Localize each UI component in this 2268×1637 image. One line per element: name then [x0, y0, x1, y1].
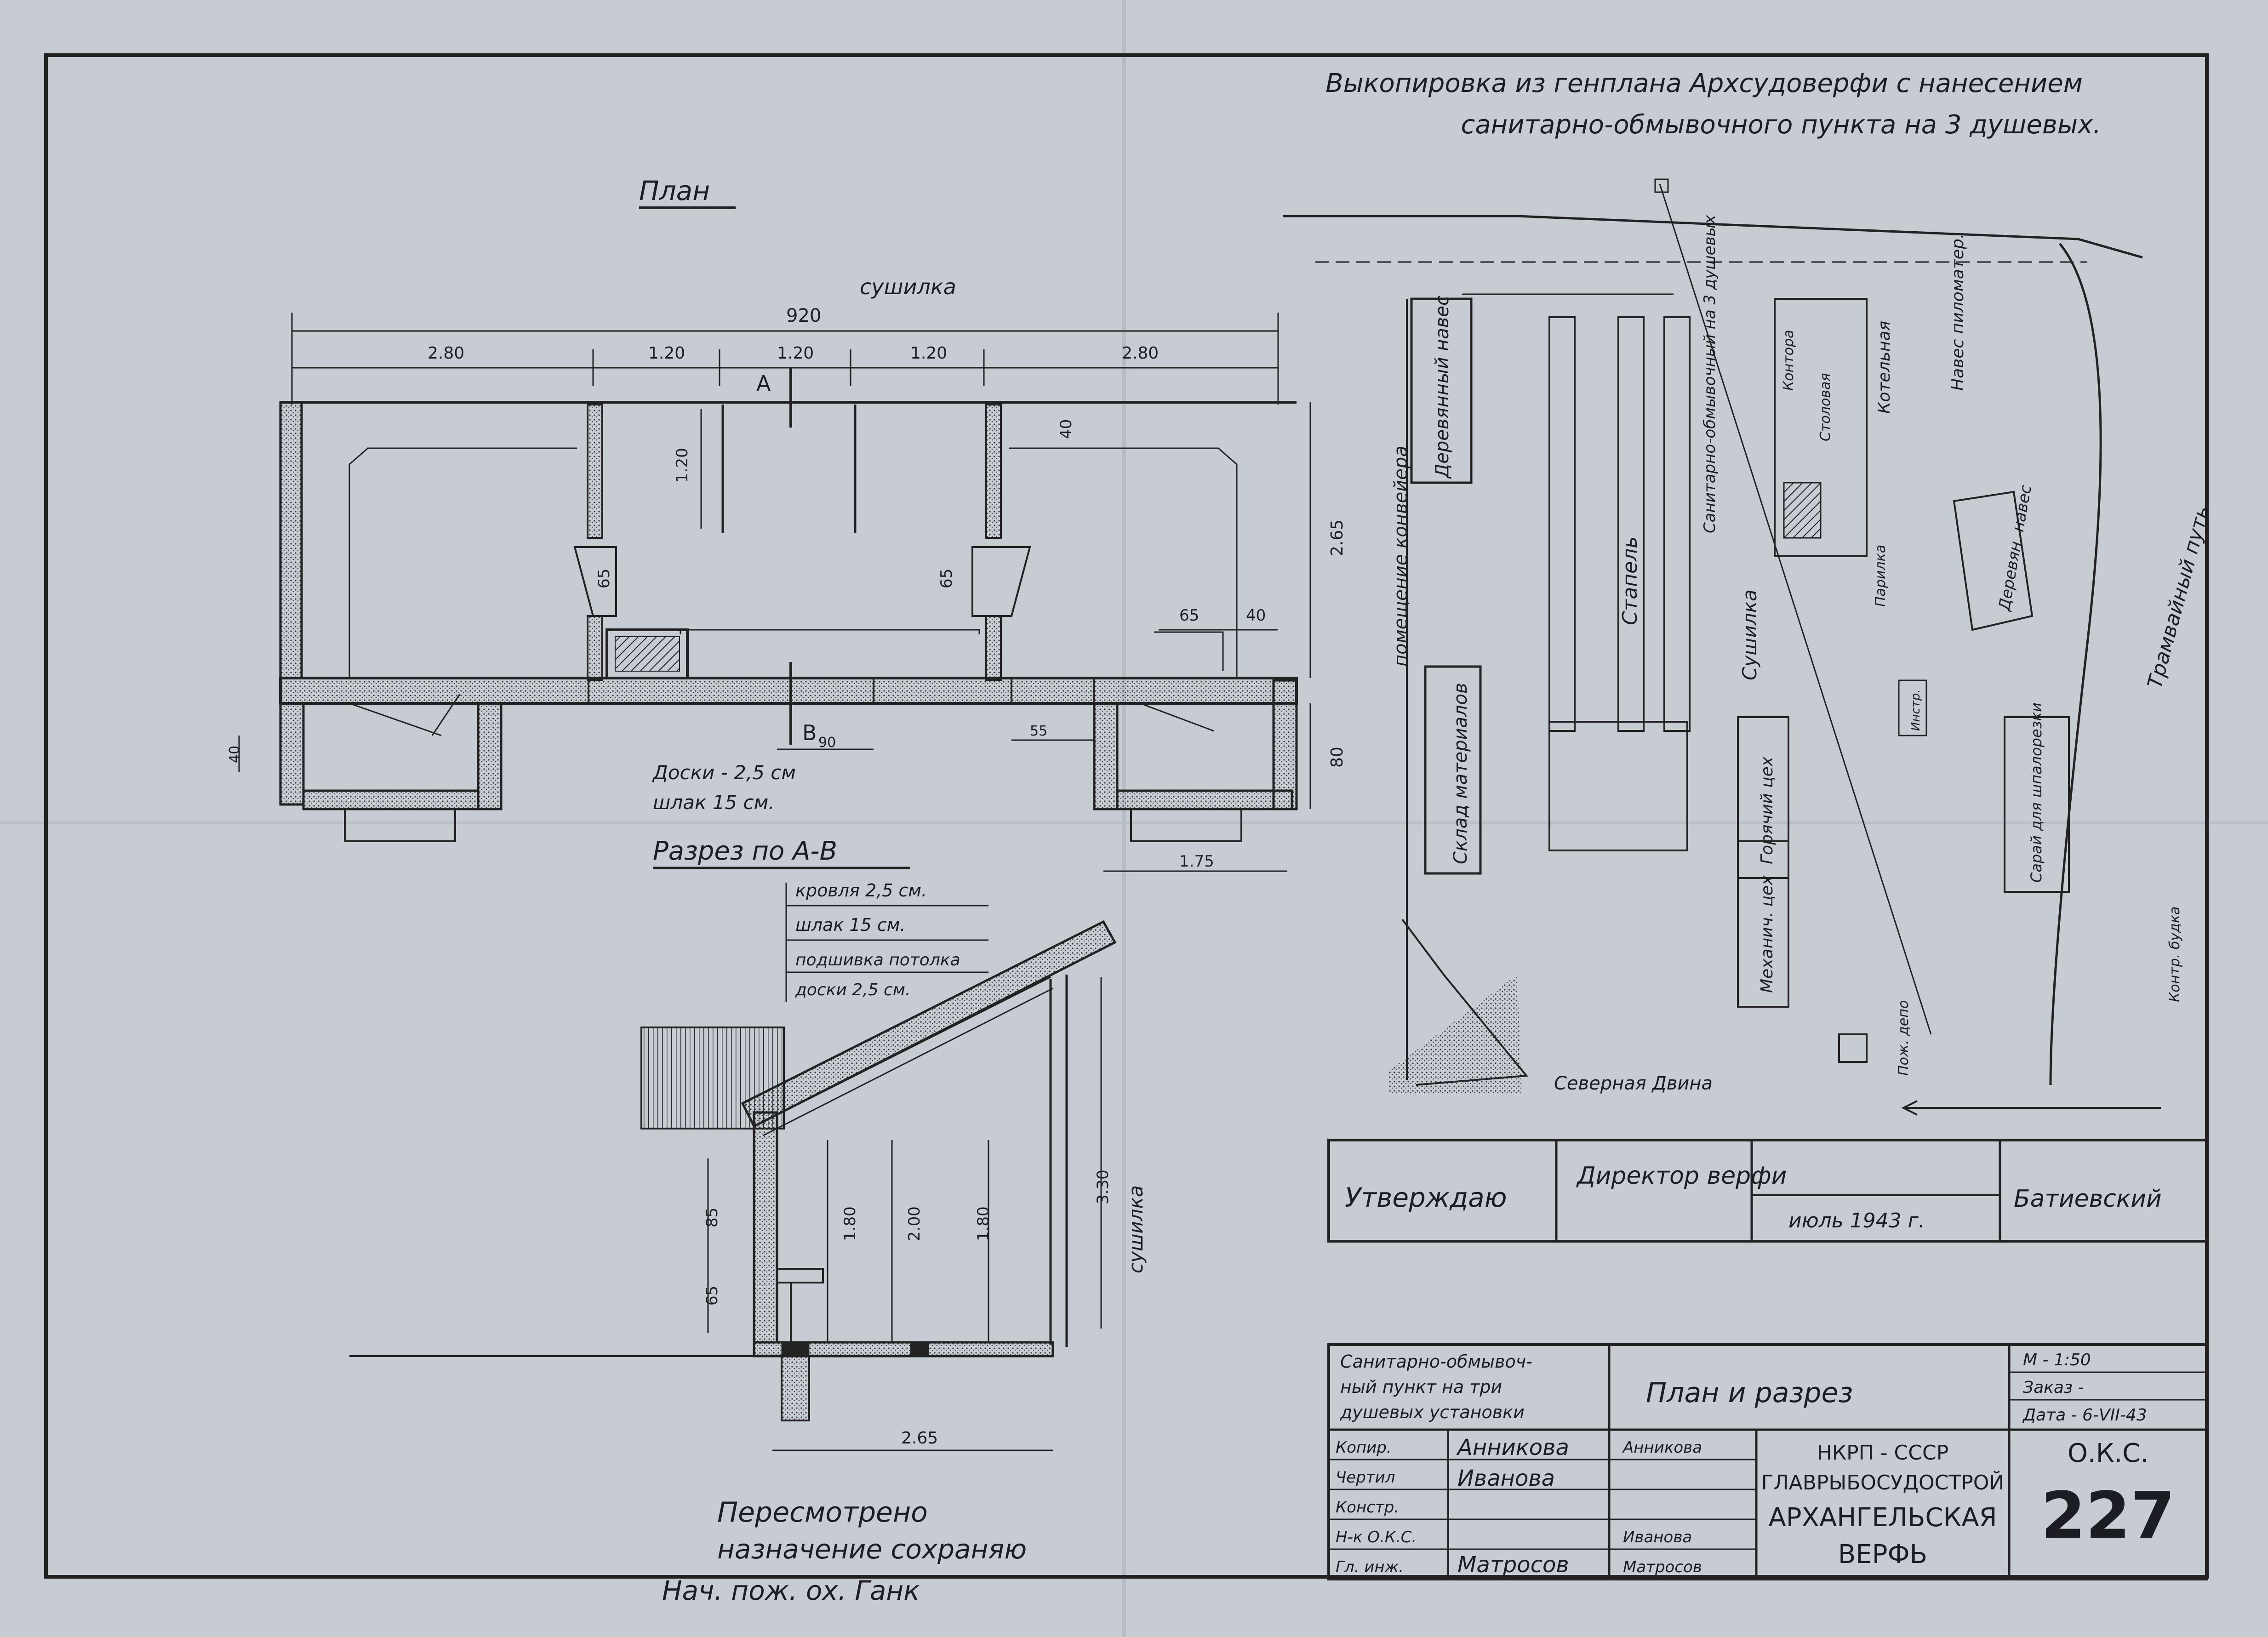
dim-65a: 65	[595, 569, 613, 588]
role-4: Гл. инж.	[1336, 1558, 1404, 1576]
dim-top-0: 2.80	[428, 344, 464, 363]
floor-note-2: шлак 15 см.	[653, 791, 775, 814]
sign-draw: Иванова	[1457, 1466, 1555, 1491]
org-3: ВЕРФЬ	[1838, 1540, 1927, 1569]
site-mech-shop: Механич. цех	[1758, 875, 1777, 993]
role-0: Копир.	[1336, 1438, 1392, 1457]
sec-dim-330: 3.30	[1094, 1169, 1112, 1204]
dept: О.К.С.	[2068, 1438, 2148, 1468]
sec-dim-200: 2.00	[905, 1206, 924, 1241]
role-1: Чертил	[1336, 1468, 1395, 1487]
order: Заказ -	[2023, 1378, 2084, 1397]
dim-top-3: 1.20	[910, 344, 947, 363]
sec-dim-180a: 1.80	[841, 1206, 859, 1241]
site-sleeper-shed: Сарай для шпалорезки	[2028, 702, 2045, 883]
site-dining: Столовая	[1817, 373, 1834, 441]
sheet-title: План и разрез	[1646, 1377, 1853, 1409]
approve-word: Утверждаю	[1345, 1182, 1507, 1213]
site-warehouse: Склад материалов	[1450, 683, 1471, 864]
director-line: Директор верфи	[1576, 1162, 1787, 1190]
sheet-border	[44, 53, 2209, 1579]
sign-copy: Анникова	[1456, 1435, 1569, 1460]
dim-80: 80	[1328, 747, 1347, 768]
site-plan: Северная Двина Деревянный навес Стапель …	[1283, 178, 2214, 1116]
layer-4: доски 2,5 см.	[795, 981, 910, 999]
note-line-3: Нач. пож. ох. Ганк	[662, 1575, 920, 1606]
approval-date: июль 1943 г.	[1788, 1209, 1925, 1232]
section-title: Разрез по А-В	[653, 836, 837, 866]
dim-65b: 65	[937, 569, 956, 588]
site-shed-wood1: Деревянный навес	[1432, 296, 1453, 479]
dim-top-2: 1.20	[777, 344, 814, 363]
plan-room-right: помещение конвейера	[1390, 445, 1411, 667]
sec-dim-265: 2.65	[901, 1429, 938, 1448]
site-river: Северная Двина	[1554, 1073, 1713, 1094]
role-2: Констр.	[1336, 1498, 1399, 1517]
dim-40a: 40	[1057, 419, 1075, 439]
dim-h120: 1.20	[673, 448, 691, 483]
title-block: Санитарно-обмывоч- ный пункт на три душе…	[1327, 1343, 2208, 1580]
handwritten-note: Пересмотрено назначение сохраняю Нач. по…	[662, 1496, 1027, 1606]
dim-175: 1.75	[1179, 852, 1214, 871]
dim-40c: 40	[227, 746, 243, 763]
object-name-2: ный пункт на три	[1340, 1377, 1502, 1397]
site-hot-shop: Горячий цех	[1758, 756, 1777, 864]
section-drawing: Разрез по А-В кровля 2,5 см. шлак 15 см.…	[349, 836, 1147, 1451]
layer-1: кровля 2,5 см.	[795, 880, 927, 901]
dim-90: 90	[818, 735, 836, 751]
sec-dim-180b: 1.80	[974, 1206, 993, 1241]
sign-chief: Матросов	[1457, 1552, 1569, 1578]
site-dryer: Сушилка	[1738, 589, 1761, 680]
layer-2: шлак 15 см.	[795, 915, 905, 935]
note-line-2: назначение сохраняю	[717, 1534, 1027, 1565]
sec-dim-65: 65	[703, 1286, 721, 1306]
dim-40b: 40	[1246, 606, 1266, 625]
section-room: сушилка	[1125, 1185, 1147, 1273]
org-0: НКРП - СССР	[1817, 1441, 1949, 1465]
dim-top-4: 2.80	[1122, 344, 1159, 363]
site-rail: Трамвайный путь	[2143, 503, 2214, 691]
site-boiler: Котельная	[1875, 321, 1894, 414]
site-pilomater: Навес пиломатер.	[1948, 234, 1967, 391]
tb-date: Дата - 6-VII-43	[2022, 1406, 2147, 1425]
plan-title: План	[639, 175, 710, 206]
role-3: Н-к О.К.С.	[1336, 1528, 1417, 1546]
site-fire-depot: Пож. депо	[1896, 1000, 1912, 1076]
site-sauna: Парилка	[1873, 545, 1889, 607]
site-sanitary: Санитарно-обмывочный на 3 душевых	[1701, 215, 1719, 533]
dim-265: 2.65	[1328, 519, 1347, 556]
approval-name: Батиевский	[2014, 1185, 2162, 1213]
dim-65c: 65	[1179, 606, 1199, 625]
note-line-1: Пересмотрено	[717, 1496, 928, 1529]
header-title-line1: Выкопировка из генплана Архсудоверфи с н…	[1325, 68, 2083, 98]
site-slip: Стапель	[1618, 536, 1642, 625]
site-office: Контора	[1781, 330, 1797, 391]
section-mark-a: А	[756, 371, 771, 396]
drawing-number: 227	[2041, 1478, 2175, 1553]
site-small-building: Инстр.	[1909, 689, 1923, 731]
header-title-line2: санитарно-обмывочного пункта на 3 душевы…	[1461, 110, 2101, 140]
surname-0: Анникова	[1622, 1438, 1702, 1457]
dim-top-1: 1.20	[648, 344, 685, 363]
floor-note-1: Доски - 2,5 см	[652, 761, 796, 784]
org-2: АРХАНГЕЛЬСКАЯ	[1769, 1503, 1997, 1533]
site-control-booth: Контр. будка	[2167, 907, 2183, 1002]
object-name-1: Санитарно-обмывоч-	[1340, 1352, 1532, 1372]
layer-3: подшивка потолка	[795, 951, 960, 970]
floor-plan: План сушилка 920 2.80 1.20 1.20 1.20 2.8…	[227, 175, 1411, 872]
dim-overall: 920	[786, 305, 821, 326]
plan-room-top: сушилка	[860, 274, 956, 299]
section-mark-b: В	[802, 720, 817, 745]
scale: М - 1:50	[2023, 1351, 2091, 1369]
surname-3: Иванова	[1623, 1528, 1692, 1546]
dim-55: 55	[1030, 723, 1047, 739]
object-name-3: душевых установки	[1340, 1402, 1525, 1422]
sec-dim-85: 85	[703, 1208, 721, 1227]
org-1: ГЛАВРЫБОСУДОСТРОЙ	[1761, 1470, 2005, 1494]
surname-4: Матросов	[1623, 1558, 1702, 1576]
approval-stamp: Утверждаю Директор верфи июль 1943 г. Ба…	[1327, 1139, 2208, 1243]
